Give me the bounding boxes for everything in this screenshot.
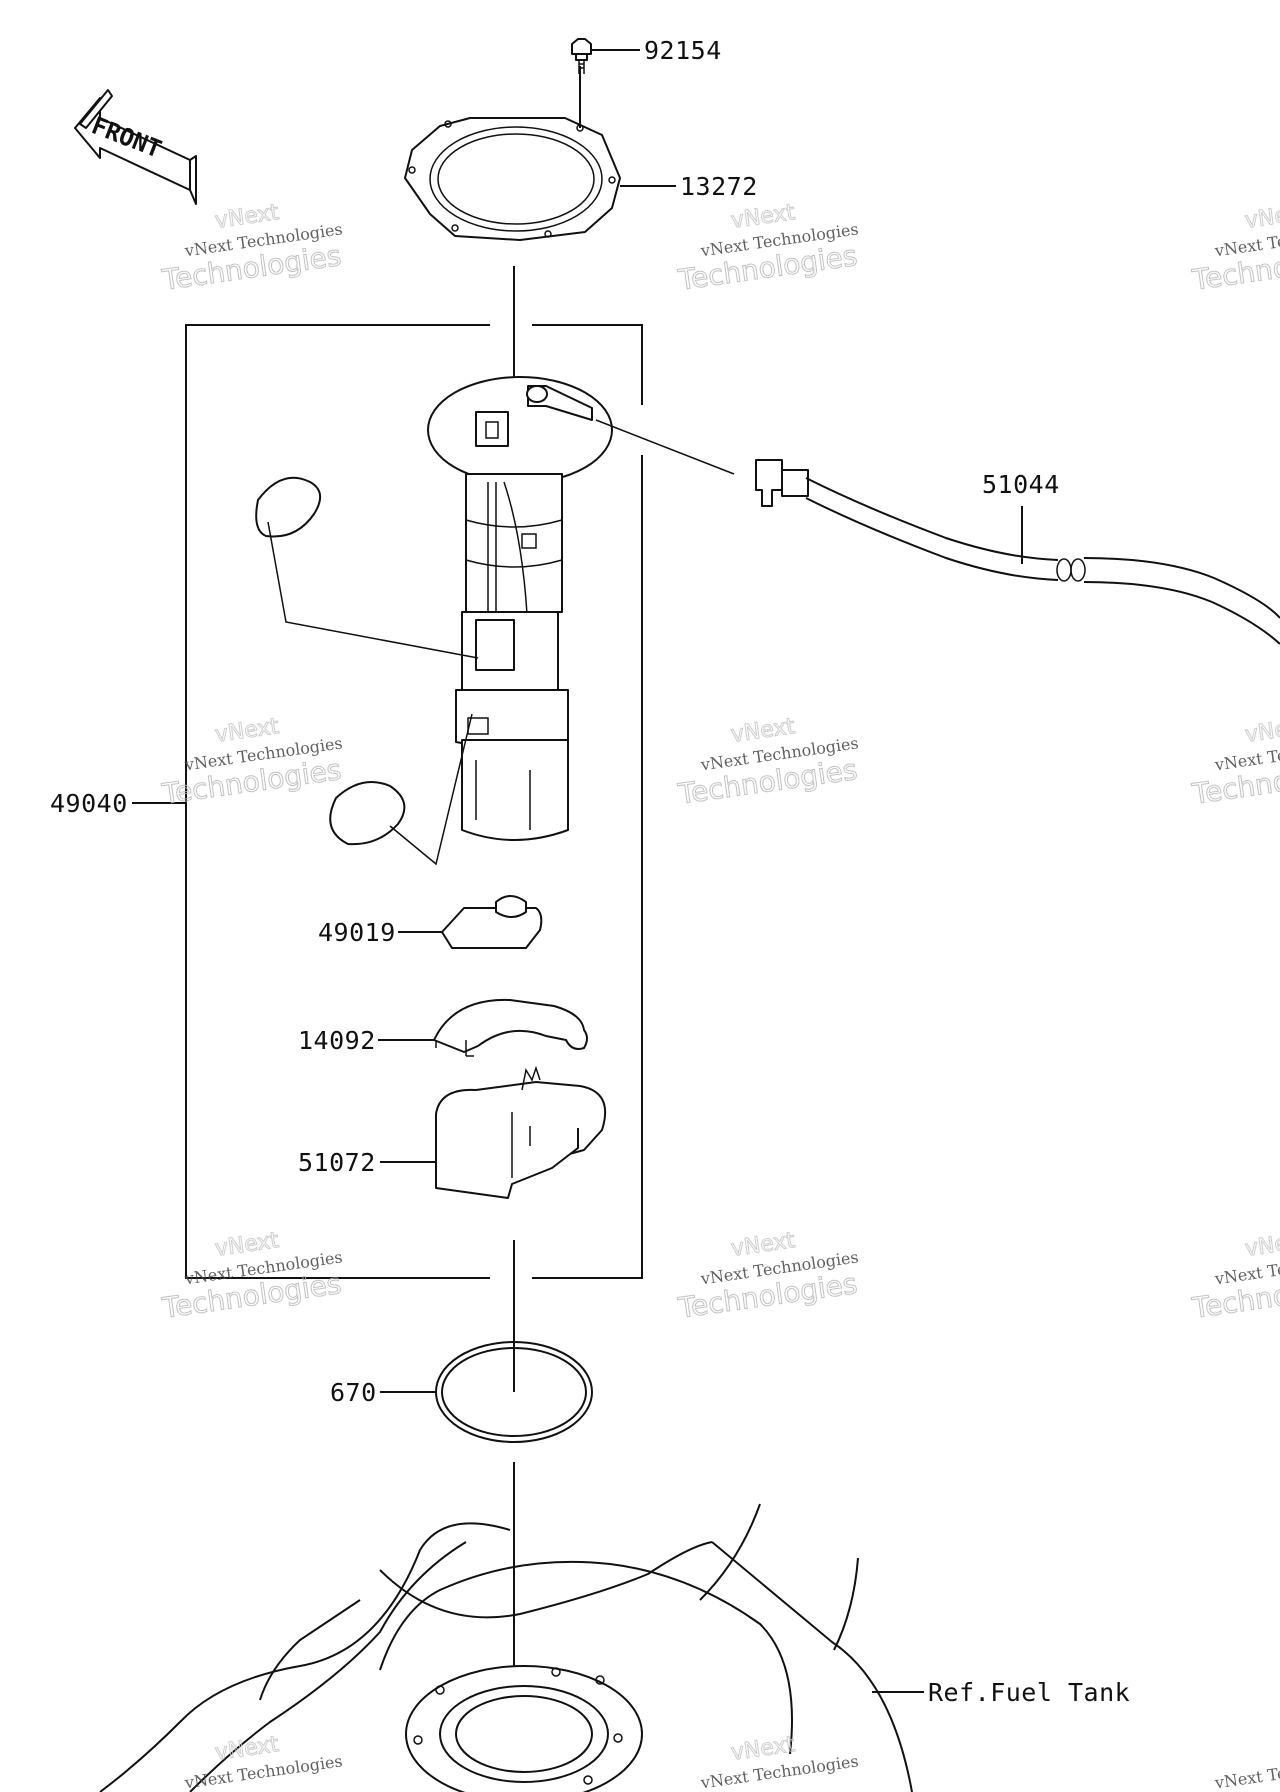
part-label-49040: 49040 (50, 789, 128, 818)
watermark: vNext Technologies vNext Technologies (675, 714, 860, 812)
watermark: vNext Technologies vNext Technologies (675, 200, 860, 298)
ref-fuel-tank-label: Ref.Fuel Tank (928, 1678, 1130, 1707)
gasket-13272: 13272 (404, 66, 758, 241)
svg-text:vNext: vNext (1243, 1228, 1280, 1262)
watermark: vNext Technologies vNext Technologies (1189, 1228, 1280, 1326)
watermark: vNext Technologies vNext Technologies (159, 200, 344, 298)
watermark: vNext Technologies vNext Technologies (1189, 200, 1280, 298)
cup-51072: 51072 (298, 1065, 607, 1199)
pump-assembly-bracket: 49040 (50, 324, 643, 1279)
watermark: vNext Technologies vNext Technologies (159, 714, 344, 812)
watermark: vNext Technologies (1213, 1751, 1280, 1792)
part-label-49019: 49019 (318, 918, 396, 947)
watermark: vNext Technologies vNext Technologies (159, 1228, 344, 1326)
watermark: vNext vNext Technologies (699, 1732, 860, 1792)
watermark: vNext Technologies vNext Technologies (675, 1228, 860, 1326)
fuel-hose-51044: 51044 (755, 459, 1280, 645)
front-arrow-icon: FRONT (74, 89, 197, 205)
part-label-13272: 13272 (680, 172, 758, 201)
watermark: vNext vNext Technologies (183, 1732, 344, 1792)
part-label-51072: 51072 (298, 1148, 376, 1177)
cover-14092: 14092 (298, 998, 588, 1057)
svg-text:vNext Technologies: vNext Technologies (1213, 1751, 1280, 1792)
part-label-670: 670 (330, 1378, 377, 1407)
outlet-leader-line (595, 419, 735, 475)
part-label-14092: 14092 (298, 1026, 376, 1055)
svg-text:vNext: vNext (1243, 200, 1280, 234)
filter-49019: 49019 (318, 895, 543, 949)
watermark: vNext Technologies vNext Technologies (1189, 714, 1280, 812)
svg-text:vNext: vNext (1243, 714, 1280, 748)
watermarks: vNext Technologies vNext Technologies vN… (159, 200, 1280, 1792)
fuel-tank-reference: Ref.Fuel Tank (99, 1503, 1130, 1792)
part-label-51044: 51044 (982, 470, 1060, 499)
part-label-92154: 92154 (644, 36, 722, 65)
bolt-92154: 92154 (571, 36, 722, 74)
fuel-pump-module (255, 376, 613, 866)
o-ring-670: 670 (330, 1341, 593, 1443)
